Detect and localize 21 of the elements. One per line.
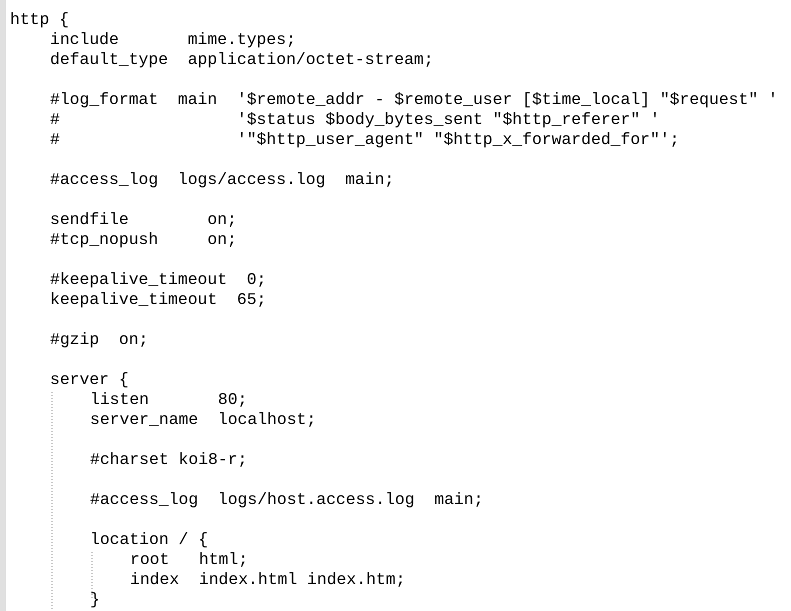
code-line: } [90,591,100,609]
code-line: #log_format main '$remote_addr - $remote_user [$time_local] "$request" ' [50,91,778,109]
code-line: #charset koi8-r; [90,451,248,469]
code-line: # '"$http_user_agent" "$http_x_forwarded_for"'; [50,131,680,149]
code-line: index index.html index.htm; [130,571,406,589]
code-line: keepalive_timeout 65; [50,291,266,309]
code-line: #access_log logs/host.access.log main; [90,491,484,509]
code-line: listen 80; [90,391,248,409]
code-line: #access_log logs/access.log main; [50,171,394,189]
code-line: # '$status $body_bytes_sent "$http_referer" ' [50,111,660,129]
code-line: include mime.types; [50,31,296,49]
code-line: #keepalive_timeout 0; [50,271,266,289]
code-line: #tcp_nopush on; [50,231,237,249]
code-line: location / { [90,531,208,549]
code-line: server_name localhost; [90,411,316,429]
code-line: #gzip on; [50,331,148,349]
code-line: server { [50,371,129,389]
code-line: sendfile on; [50,211,237,229]
code-line: default_type application/octet-stream; [50,51,434,69]
code-line: http { [10,11,70,29]
code-line: root html; [130,551,248,569]
